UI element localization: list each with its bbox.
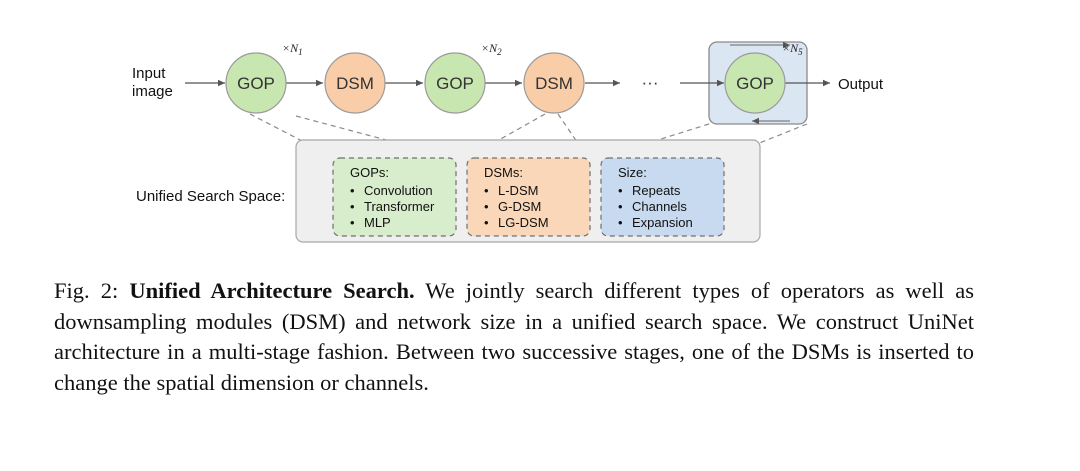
input-label-line2: image [132,83,173,100]
multiplier-n5: ×N5 [782,41,803,57]
node-gop-5-label: GOP [736,74,774,93]
node-gop-5: GOP [724,52,786,114]
caption-prefix: Fig. 2: [54,278,130,303]
caption-title: Unified Architecture Search. [129,278,415,303]
input-label-line1: Input [132,65,166,82]
node-dsm-1: DSM [324,52,386,114]
node-gop-2: GOP [424,52,486,114]
multiplier-n1: ×N1 [282,41,303,57]
node-gop-1-label: GOP [237,74,275,93]
search-box-dsms: DSMs: •L-DSM •G-DSM •LG-DSM [466,157,591,237]
dsms-item: •LG-DSM [484,215,549,230]
size-title: Size: [618,165,647,180]
gops-title: GOPs: [350,165,389,180]
search-space-label: Unified Search Space: [136,188,285,205]
output-label: Output [838,76,884,93]
size-item: •Expansion [618,215,693,230]
node-dsm-2-label: DSM [535,74,573,93]
dsms-item: •G-DSM [484,199,541,214]
node-dsm-2: DSM [523,52,585,114]
architecture-diagram: Input image ··· GOP DSM GOP DSM GOP ×N1 … [132,41,884,243]
search-box-gops: GOPs: •Convolution •Transformer •MLP [332,157,457,237]
search-box-size: Size: •Repeats •Channels •Expansion [600,157,725,237]
gops-item: •Convolution [350,183,433,198]
dsms-title: DSMs: [484,165,523,180]
size-item: •Repeats [618,183,681,198]
node-gop-1: GOP [225,52,287,114]
figure-caption: Fig. 2: Unified Architecture Search. We … [54,276,974,398]
size-item: •Channels [618,199,687,214]
connector-gop-left [249,113,336,159]
gops-item: •Transformer [350,199,435,214]
multiplier-n2: ×N2 [481,41,502,57]
ellipsis: ··· [642,73,659,92]
node-gop-2-label: GOP [436,74,474,93]
caption-body: We jointly search different types of ope… [54,278,974,395]
dsms-item: •L-DSM [484,183,538,198]
node-dsm-1-label: DSM [336,74,374,93]
